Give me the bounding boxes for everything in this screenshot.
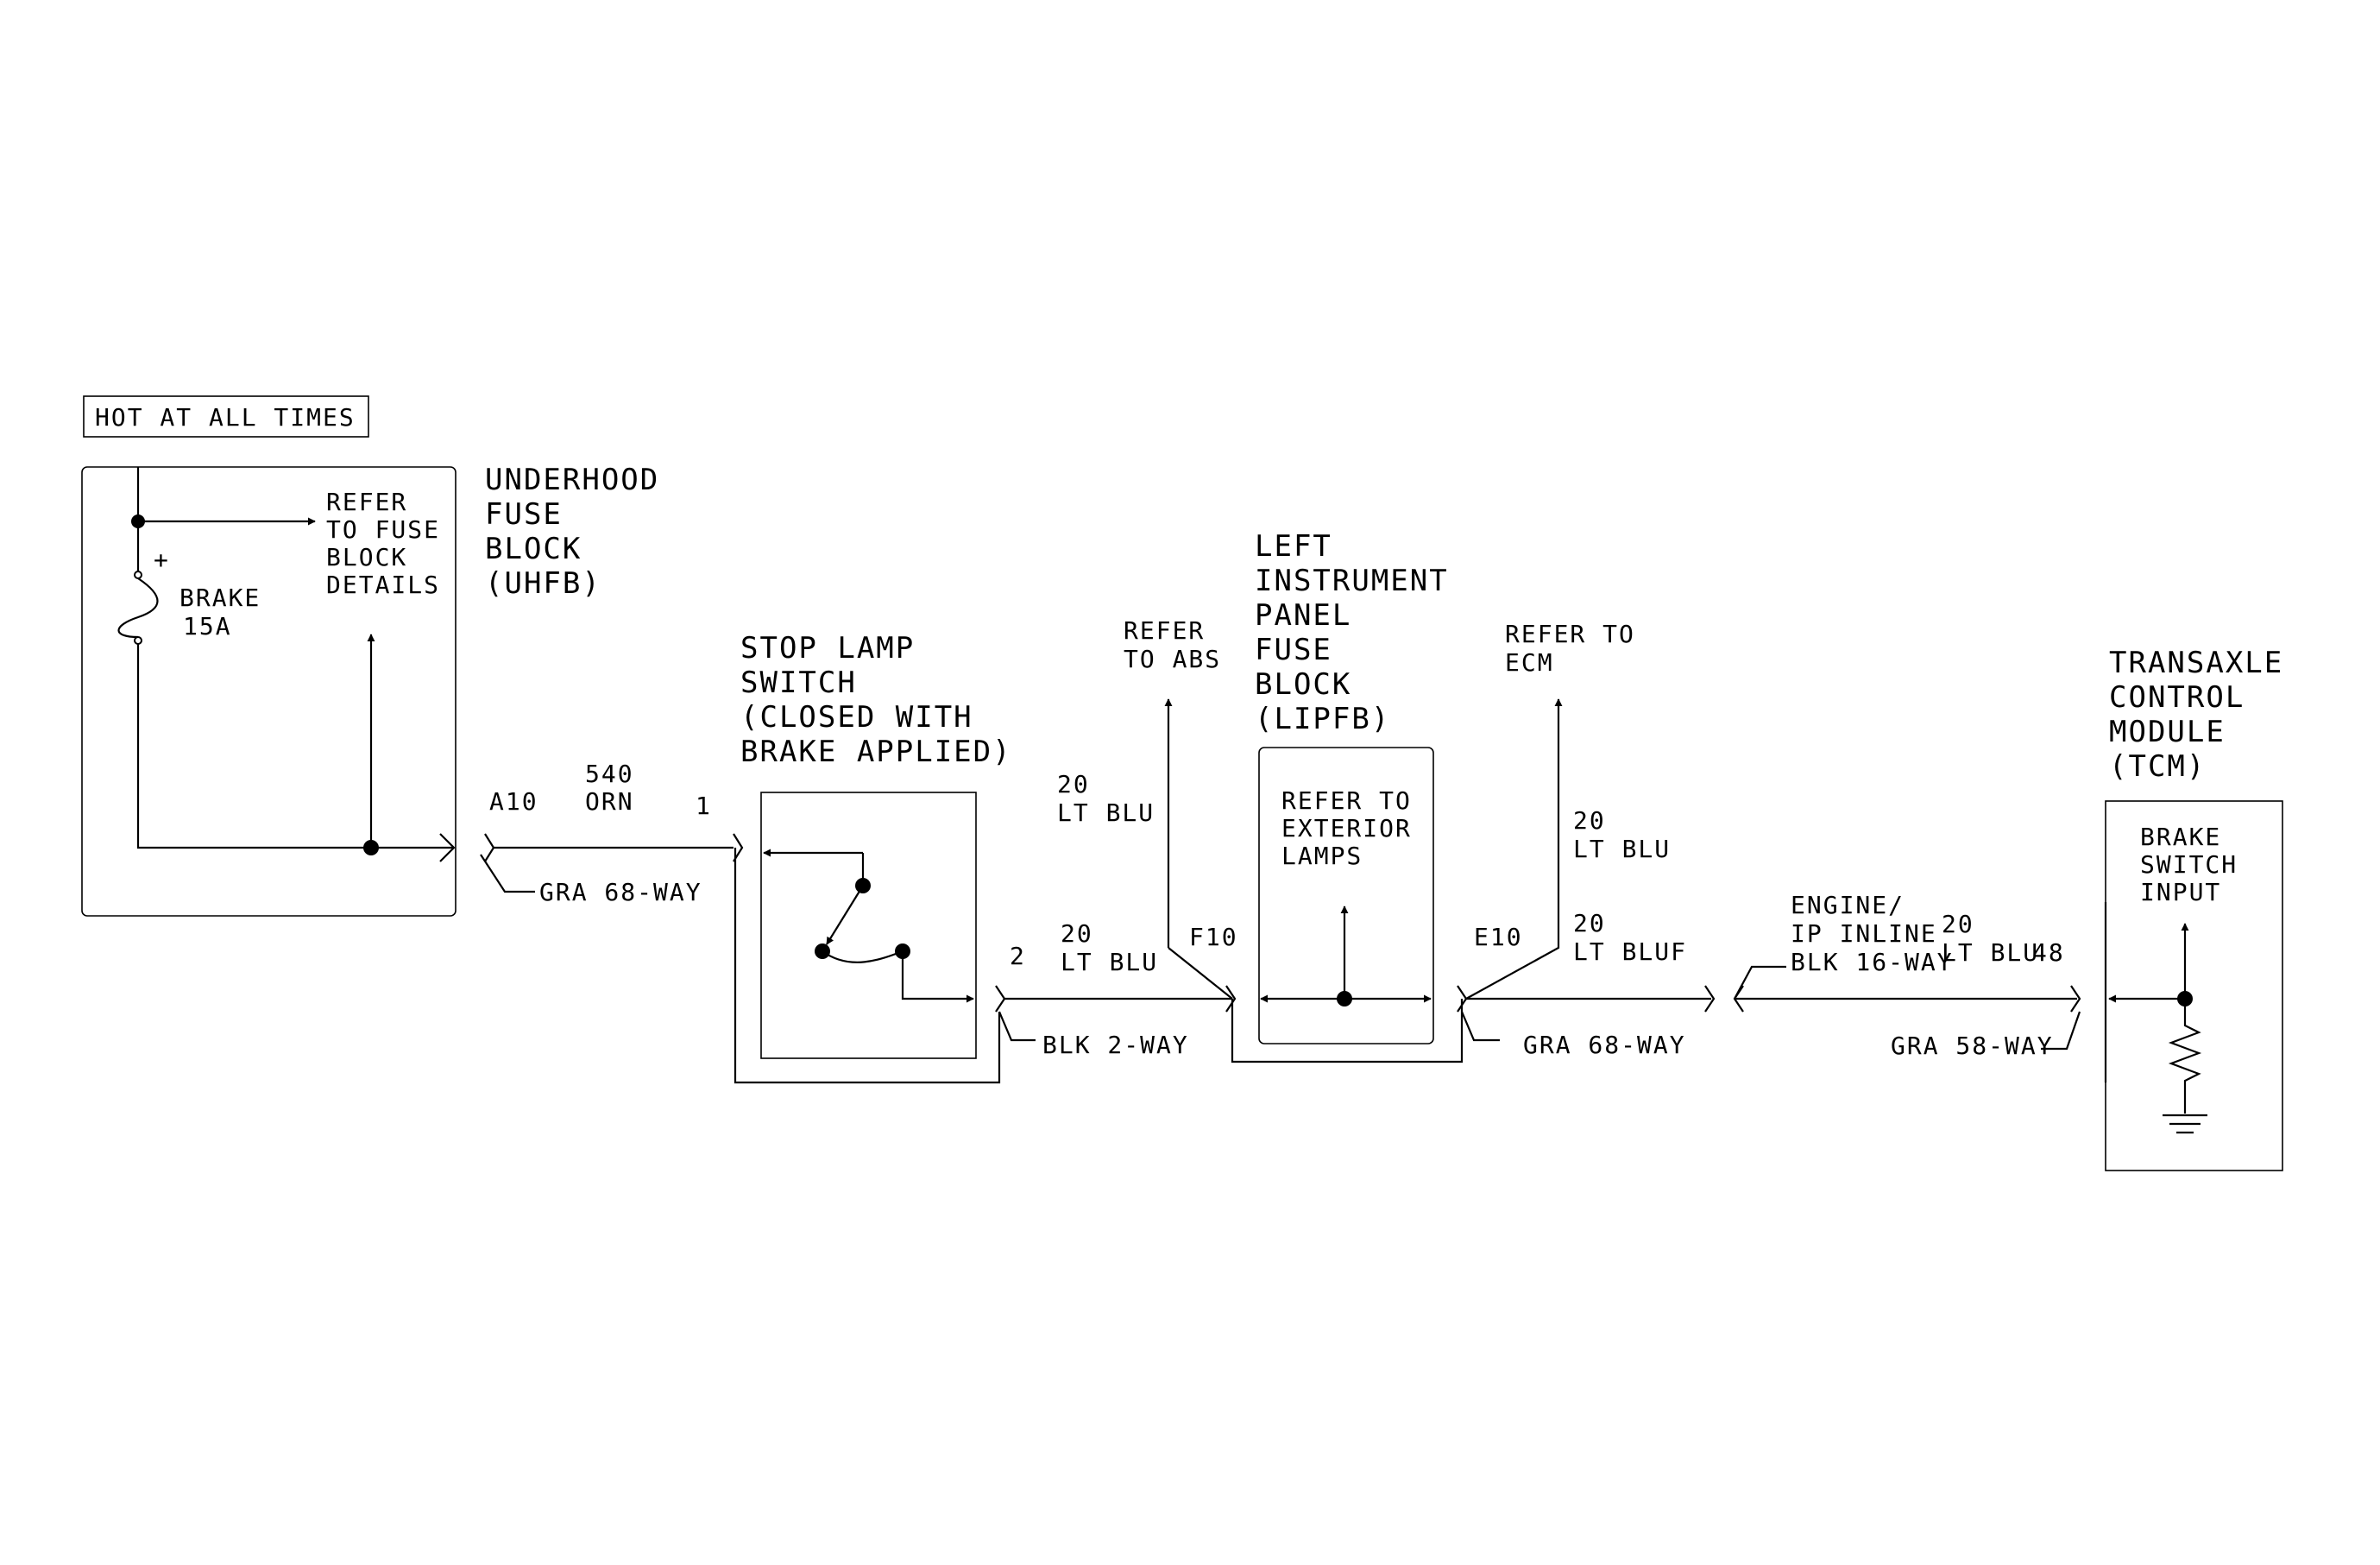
abs-wire-gauge: 20 (1057, 770, 1090, 798)
wire-b-gauge: 20 (1061, 919, 1093, 948)
wire-20-lt-blu-f10: REFER TO ABS 20 LT BLU 20 LT BLU F10 (1004, 616, 1238, 1013)
uhfb-refer-line-4: DETAILS (326, 571, 440, 599)
stop-lamp-title-line-1: STOP LAMP (740, 631, 915, 666)
fuse-rating: 15A (183, 612, 232, 641)
pin-48: 48 (2032, 938, 2065, 967)
tcm-module: BRAKE SWITCH INPUT (2104, 800, 2283, 1171)
fuse-name: BRAKE (179, 584, 261, 612)
connector-gra-68-way-b: GRA 68-WAY (1523, 1031, 1686, 1059)
abs-refer-line-1: REFER (1124, 616, 1205, 645)
tcm-title-line-4: (TCM) (2109, 749, 2206, 784)
uhfb-title-line-3: BLOCK (485, 532, 582, 566)
connector-gra-58-way: GRA 58-WAY (1891, 1032, 2054, 1060)
lipfb-title-line-5: BLOCK (1255, 667, 1351, 702)
engine-ip-inline-connector: ENGINE/ IP INLINE BLK 16-WAY 20 LT BLU 4… (1733, 891, 2081, 1060)
underhood-fuse-block: + BRAKE 15A REFER TO FUSE BLOCK DETAILS (81, 466, 456, 917)
stop-lamp-title-line-2: SWITCH (740, 666, 857, 700)
tcm-input-line-1: BRAKE (2140, 823, 2221, 851)
pin-f10: F10 (1189, 923, 1238, 951)
lipfb-title: LEFT INSTRUMENT PANEL FUSE BLOCK (LIPFB) (1255, 529, 1449, 736)
tcm-title: TRANSAXLE CONTROL MODULE (TCM) (2109, 646, 2283, 784)
abs-refer-line-2: TO ABS (1124, 645, 1221, 673)
inline-wire-color: LT BLU (1942, 938, 2039, 967)
wire-c-color: LT BLUF (1573, 937, 1687, 966)
inline-wire-gauge: 20 (1942, 910, 1974, 938)
uhfb-title-line-1: UNDERHOOD (485, 463, 659, 497)
pin-1: 1 (696, 792, 712, 820)
wire-b-color: LT BLU (1061, 948, 1158, 976)
lipfb-title-line-3: PANEL (1255, 598, 1351, 633)
uhfb-title: UNDERHOOD FUSE BLOCK (UHFB) (485, 463, 659, 601)
tcm-input-line-3: INPUT (2140, 878, 2221, 906)
lipfb-refer-line-2: EXTERIOR (1281, 814, 1412, 842)
wire-color-orn: ORN (585, 787, 634, 816)
tcm-input-line-2: SWITCH (2140, 850, 2238, 879)
stop-lamp-title-line-4: BRAKE APPLIED) (740, 735, 1012, 769)
lipfb-title-line-4: FUSE (1255, 633, 1332, 667)
fuse-icon (117, 571, 159, 645)
uhfb-refer-line-2: TO FUSE (326, 515, 440, 544)
lipfb-title-line-2: INSTRUMENT (1255, 564, 1449, 598)
abs-wire-color: LT BLU (1057, 798, 1155, 827)
ecm-refer-line-1: REFER TO (1505, 620, 1635, 648)
ecm-wire-color: LT BLU (1573, 835, 1671, 863)
circuit-540: 540 (585, 760, 634, 788)
inline-label-line-3: BLK 16-WAY (1791, 948, 1954, 976)
pin-a10: A10 (489, 787, 538, 816)
lipfb-block: REFER TO EXTERIOR LAMPS (1231, 747, 1468, 1063)
wire-20-lt-blu-e10: E10 GRA 68-WAY REFER TO ECM 20 LT BLU 20… (1460, 620, 1716, 1059)
resistor-icon (2168, 999, 2202, 1114)
wire-540-orn: A10 540 ORN 1 GRA 68-WAY (480, 760, 744, 906)
ecm-wire-gauge: 20 (1573, 806, 1606, 835)
lipfb-title-line-1: LEFT (1255, 529, 1332, 564)
ground-icon (2163, 1114, 2207, 1134)
lipfb-refer-line-3: LAMPS (1281, 842, 1363, 870)
inline-label-line-2: IP INLINE (1791, 919, 1937, 948)
lipfb-refer-line-1: REFER TO (1281, 786, 1412, 815)
tcm-title-line-1: TRANSAXLE (2109, 646, 2283, 680)
uhfb-refer-line-3: BLOCK (326, 543, 407, 571)
hot-at-all-times-banner: HOT AT ALL TIMES (83, 395, 369, 438)
wire-c-gauge: 20 (1573, 909, 1606, 937)
banner-text: HOT AT ALL TIMES (95, 403, 356, 432)
tcm-title-line-2: CONTROL (2109, 680, 2245, 715)
stop-lamp-switch-title: STOP LAMP SWITCH (CLOSED WITH BRAKE APPL… (740, 631, 1012, 769)
lipfb-title-line-6: (LIPFB) (1255, 702, 1390, 736)
connector-blk-2-way: BLK 2-WAY (1042, 1031, 1189, 1059)
fuse-plus: + (154, 546, 170, 574)
uhfb-title-line-4: (UHFB) (485, 566, 601, 601)
tcm-title-line-3: MODULE (2109, 715, 2226, 749)
pin-e10: E10 (1474, 923, 1523, 951)
stop-lamp-title-line-3: (CLOSED WITH (740, 700, 973, 735)
uhfb-refer-line-1: REFER (326, 488, 407, 516)
inline-label-line-1: ENGINE/ (1791, 891, 1905, 919)
connector-gra-68-way-a: GRA 68-WAY (539, 878, 702, 906)
pin-2: 2 (1010, 942, 1026, 970)
ecm-refer-line-2: ECM (1505, 648, 1554, 677)
stop-lamp-switch: 2 BLK 2-WAY (734, 792, 1189, 1084)
uhfb-title-line-2: FUSE (485, 497, 563, 532)
